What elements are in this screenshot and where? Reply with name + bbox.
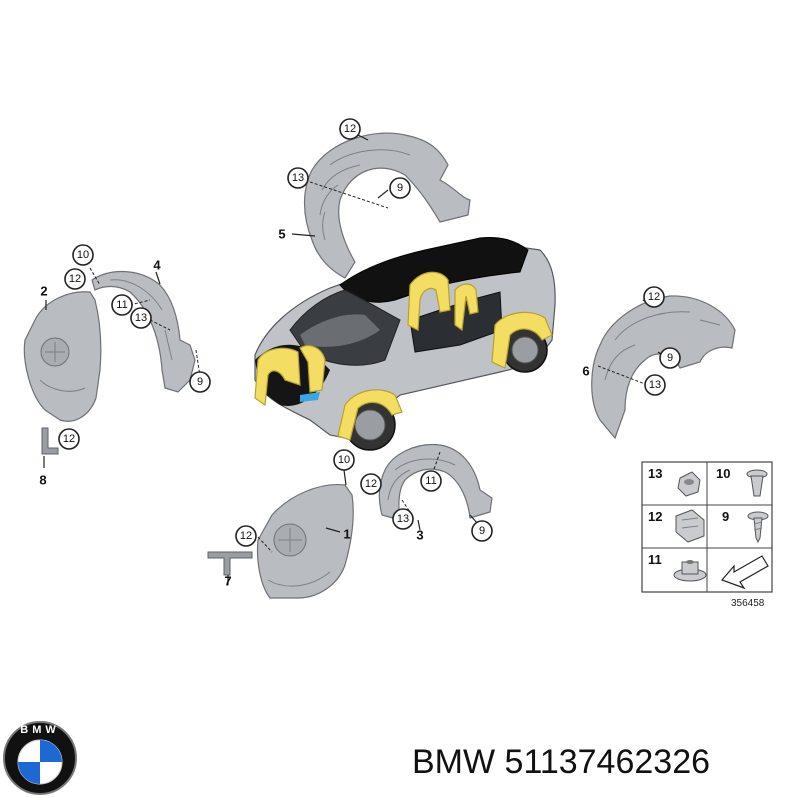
callout-4: 4 — [153, 258, 161, 273]
reference-number: 356458 — [731, 598, 765, 609]
callout-8: 8 — [39, 473, 46, 488]
leader-line — [325, 527, 341, 533]
direction-arrow-icon — [720, 555, 769, 590]
leader-line — [309, 181, 389, 209]
leader-line — [377, 189, 389, 199]
leader-line — [149, 319, 171, 331]
leader-line — [257, 536, 273, 553]
leader-line — [155, 271, 161, 285]
callout-13: 13 — [644, 374, 666, 396]
svg-text:12: 12 — [365, 478, 377, 490]
leader-line — [89, 267, 101, 286]
callout-7: 7 — [224, 574, 231, 589]
callout-12: 12 — [235, 525, 257, 547]
callout-2: 2 — [40, 284, 47, 299]
svg-text:13: 13 — [292, 172, 304, 184]
svg-text:10: 10 — [77, 249, 89, 261]
callout-12: 12 — [643, 286, 665, 308]
svg-text:11: 11 — [425, 475, 436, 487]
clip-nut-icon — [675, 509, 705, 543]
svg-text:12: 12 — [63, 433, 75, 445]
svg-text:12: 12 — [344, 123, 356, 135]
leader-line — [597, 365, 646, 385]
legend-number-13: 13 — [648, 466, 662, 481]
callout-1: 1 — [343, 527, 350, 542]
svg-text:9: 9 — [479, 525, 485, 537]
expanding-rivet-icon — [746, 469, 768, 497]
leader-line — [417, 519, 421, 531]
legend-number-12: 12 — [648, 509, 662, 524]
callout-11: 11 — [111, 294, 133, 316]
svg-text:6: 6 — [582, 364, 589, 379]
front-left-wheel-arch-liner — [23, 291, 102, 422]
svg-text:4: 4 — [153, 258, 161, 273]
svg-text:10: 10 — [338, 454, 350, 466]
legend-number-10: 10 — [716, 466, 730, 481]
front-left-wheel-arch-liner-inner — [91, 270, 196, 393]
callout-12: 12 — [64, 268, 86, 290]
callout-13: 13 — [287, 167, 309, 189]
callout-9: 9 — [471, 520, 493, 542]
leader-line — [291, 233, 316, 237]
callout-13: 13 — [392, 508, 414, 530]
leader-line — [357, 134, 369, 141]
leader-line — [343, 469, 347, 486]
callout-9: 9 — [389, 177, 411, 199]
svg-text:12: 12 — [69, 273, 81, 285]
front-right-wheel-arch-liner — [256, 483, 354, 599]
svg-text:9: 9 — [667, 352, 673, 364]
rear-right-wheel-arch-liner — [303, 132, 471, 279]
callout-12: 12 — [360, 473, 382, 495]
flange-nut-icon — [673, 560, 707, 582]
callout-3: 3 — [416, 528, 423, 543]
callout-9: 9 — [659, 347, 681, 369]
nut-icon — [677, 471, 701, 497]
car-illustration — [254, 237, 556, 451]
legend-number-11: 11 — [648, 552, 662, 567]
callout-12: 12 — [339, 118, 361, 140]
svg-text:13: 13 — [135, 312, 147, 324]
callout-11: 11 — [420, 470, 442, 492]
bmw-logo: BMW — [3, 721, 77, 795]
bracket-part-8 — [41, 427, 59, 455]
fastener-legend: 13 10 12 9 11 — [641, 461, 773, 593]
callout-6: 6 — [582, 364, 589, 379]
legend-number-9: 9 — [722, 509, 729, 524]
screw-icon — [747, 511, 769, 544]
svg-text:9: 9 — [397, 182, 403, 194]
callout-5: 5 — [278, 227, 285, 242]
part-number-caption: BMW 51137462326 — [412, 743, 710, 781]
svg-text:1: 1 — [343, 527, 350, 542]
svg-text:13: 13 — [397, 513, 409, 525]
callout-10: 10 — [333, 449, 355, 471]
leader-line — [129, 299, 151, 306]
svg-text:12: 12 — [240, 530, 252, 542]
svg-text:9: 9 — [197, 376, 203, 388]
svg-text:BMW: BMW — [20, 724, 60, 736]
svg-text:11: 11 — [116, 299, 127, 311]
svg-text:12: 12 — [648, 291, 660, 303]
callout-12: 12 — [58, 428, 80, 450]
callout-10: 10 — [72, 244, 94, 266]
svg-text:5: 5 — [278, 227, 285, 242]
svg-text:3: 3 — [416, 528, 423, 543]
svg-text:7: 7 — [224, 574, 231, 589]
rear-left-wheel-arch-liner — [591, 295, 736, 440]
svg-text:13: 13 — [649, 379, 661, 391]
svg-text:8: 8 — [39, 473, 46, 488]
bracket-part-7 — [207, 551, 253, 576]
callout-13: 13 — [130, 307, 152, 329]
callout-9: 9 — [189, 371, 211, 393]
svg-text:2: 2 — [40, 284, 47, 299]
